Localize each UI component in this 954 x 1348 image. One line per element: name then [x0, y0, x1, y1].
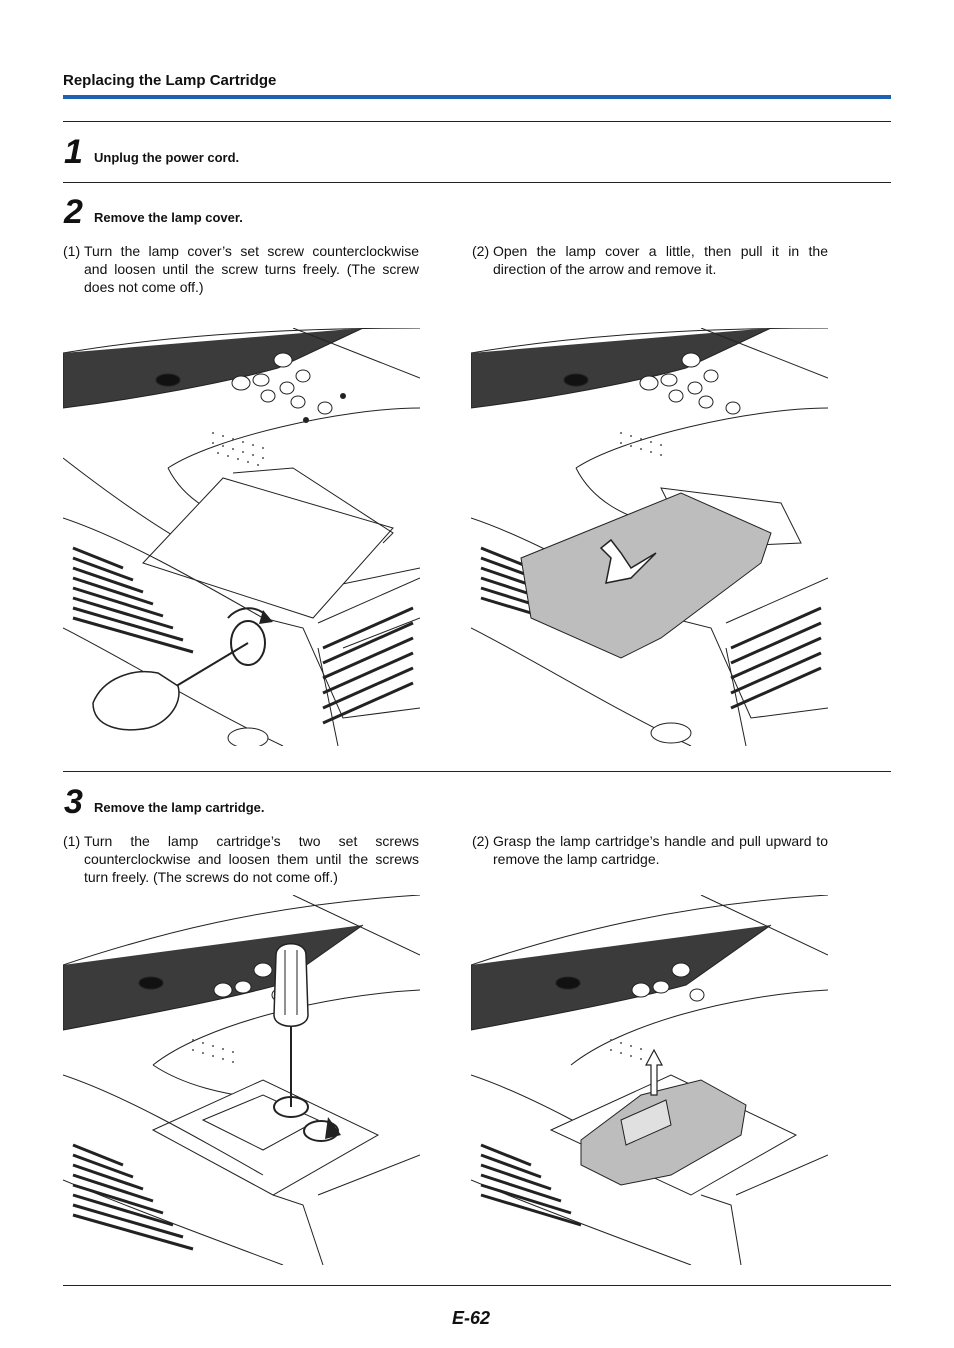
step-2-item-1: (1) Turn the lamp cover’s set screw coun…: [63, 242, 419, 296]
step-1-number: 1: [64, 133, 83, 171]
step-2-text: Remove the lamp cover.: [94, 210, 243, 225]
page-number: E-62: [452, 1308, 491, 1328]
item-label: (1): [63, 243, 81, 259]
step-3-item-2: (2) Grasp the lamp cartridge’s handle an…: [472, 832, 828, 868]
footer-rule: [63, 1285, 891, 1286]
header-rule: [63, 95, 891, 99]
step-3-number: 3: [64, 783, 83, 821]
divider: [63, 182, 891, 183]
figure-remove-lamp-cartridge: [471, 895, 828, 1265]
figure-loosen-cartridge-screws: [63, 895, 420, 1265]
step-3-text: Remove the lamp cartridge.: [94, 800, 265, 815]
figure-remove-lamp-cover: [471, 328, 828, 746]
step-1-text: Unplug the power cord.: [94, 150, 240, 165]
item-label: (2): [472, 243, 490, 259]
item-text: Grasp the lamp cartridge’s handle and pu…: [493, 833, 828, 867]
step-3-item-1: (1) Turn the lamp cartridge’s two set sc…: [63, 832, 419, 886]
divider: [63, 121, 891, 122]
divider: [63, 771, 891, 772]
item-label: (2): [472, 833, 490, 849]
item-text: Open the lamp cover a little, then pull …: [493, 243, 828, 277]
step-2-item-2: (2) Open the lamp cover a little, then p…: [472, 242, 828, 278]
item-text: Turn the lamp cartridge’s two set screws…: [84, 833, 419, 885]
item-text: Turn the lamp cover’s set screw counterc…: [84, 243, 419, 295]
step-2-number: 2: [64, 193, 83, 231]
figure-loosen-cover-screw: [63, 328, 420, 746]
section-title: Replacing the Lamp Cartridge: [63, 72, 277, 89]
item-label: (1): [63, 833, 81, 849]
